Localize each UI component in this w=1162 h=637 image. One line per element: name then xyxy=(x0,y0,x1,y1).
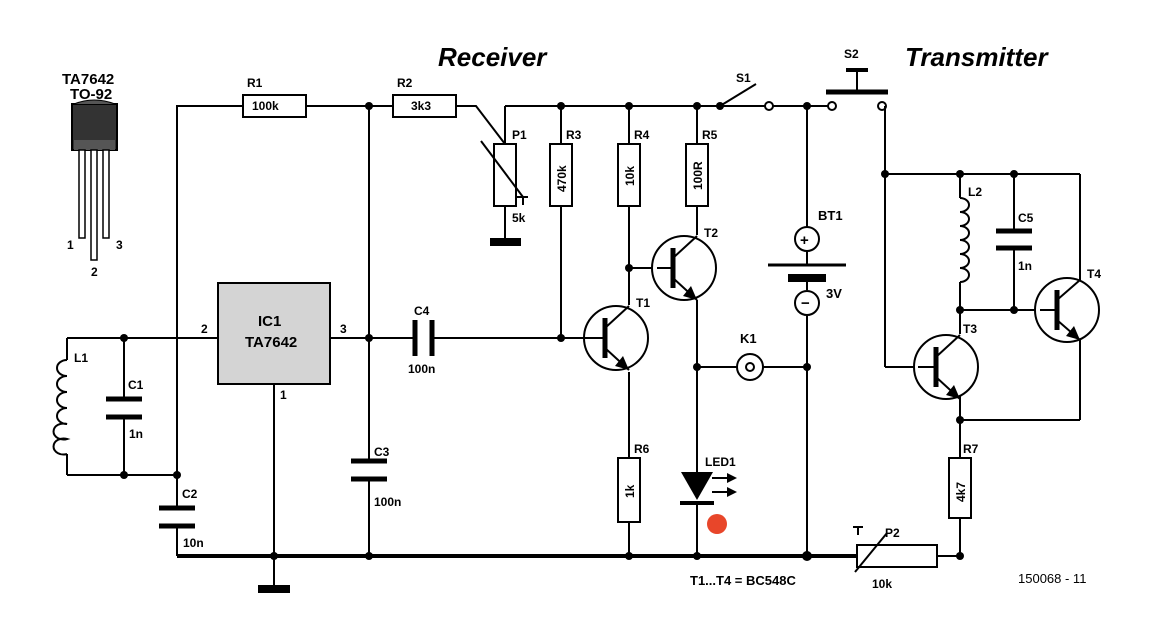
transistor-t4-icon: T4 xyxy=(1034,267,1101,343)
c3-ref: C3 xyxy=(374,445,390,459)
r3-value: 470k xyxy=(555,165,569,192)
transistor-t1-icon: T1 xyxy=(583,296,650,371)
led-light-icon xyxy=(707,514,727,534)
figure-number: 150068 - 11 xyxy=(1018,571,1086,586)
r4-value: 10k xyxy=(623,166,637,186)
r7-ref: R7 xyxy=(963,442,979,456)
inductor-l2: L2 xyxy=(959,185,982,283)
p2-ref: P2 xyxy=(885,526,900,540)
to92-package-icon: TA7642 TO-92 1 2 3 xyxy=(62,71,123,279)
r3-ref: R3 xyxy=(566,128,582,142)
resistor-r1: 100k R1 xyxy=(242,76,307,118)
package-pin2: 2 xyxy=(91,265,98,279)
resistor-r3: 470k R3 xyxy=(549,128,582,207)
c4-value: 100n xyxy=(408,362,435,376)
l1-ref: L1 xyxy=(74,351,88,365)
ic1-value: TA7642 xyxy=(245,334,297,351)
receiver-heading: Receiver xyxy=(438,42,548,72)
r2-value: 3k3 xyxy=(411,99,431,113)
potentiometer-p2: P2 10k xyxy=(853,526,938,591)
r6-value: 1k xyxy=(623,484,637,498)
r1-ref: R1 xyxy=(247,76,263,90)
package-type-label: TO-92 xyxy=(70,86,112,103)
package-pin1: 1 xyxy=(67,238,74,252)
connector-k1-icon: K1 xyxy=(736,331,764,381)
c4-ref: C4 xyxy=(414,304,430,318)
t2-ref: T2 xyxy=(704,226,718,240)
r6-ref: R6 xyxy=(634,442,650,456)
r4-ref: R4 xyxy=(634,128,650,142)
t3-ref: T3 xyxy=(963,322,977,336)
package-pin3: 3 xyxy=(116,238,123,252)
r1-value: 100k xyxy=(252,99,279,113)
c3-value: 100n xyxy=(374,495,401,509)
s1-ref: S1 xyxy=(736,71,751,85)
p2-value: 10k xyxy=(872,577,892,591)
capacitor-c2: C2 10n xyxy=(159,487,204,550)
p1-ref: P1 xyxy=(512,128,527,142)
t1-ref: T1 xyxy=(636,296,650,310)
ic1-pin2: 2 xyxy=(201,322,208,336)
s2-ref: S2 xyxy=(844,47,859,61)
battery-bt1-icon: + − BT1 3V xyxy=(768,208,846,316)
ic1-pin1: 1 xyxy=(280,388,287,402)
transistor-type-note: T1...T4 = BC548C xyxy=(690,573,796,588)
switch-s2-icon: S2 xyxy=(826,47,888,111)
inductor-l1: L1 xyxy=(52,351,88,456)
resistor-r5: 100R R5 xyxy=(685,128,718,207)
transmitter-wires xyxy=(884,106,1081,557)
transistor-t3-icon: T3 xyxy=(913,322,979,400)
capacitor-c5: C5 1n xyxy=(996,211,1034,273)
c2-ref: C2 xyxy=(182,487,198,501)
t4-ref: T4 xyxy=(1087,267,1101,281)
potentiometer-p1: P1 5k xyxy=(480,128,528,225)
led1-icon: LED1 xyxy=(680,455,737,534)
r5-ref: R5 xyxy=(702,128,718,142)
c1-value: 1n xyxy=(129,427,143,441)
c5-ref: C5 xyxy=(1018,211,1034,225)
r2-ref: R2 xyxy=(397,76,413,90)
capacitor-c3: C3 100n xyxy=(351,445,401,509)
led1-ref: LED1 xyxy=(705,455,736,469)
battery-minus: − xyxy=(801,295,810,312)
package-part-label: TA7642 xyxy=(62,71,114,88)
resistor-r7: 4k7 R7 xyxy=(948,442,979,519)
transistor-t2-icon: T2 xyxy=(651,226,718,301)
switch-s1-icon: S1 xyxy=(716,71,774,111)
k1-ref: K1 xyxy=(740,331,757,346)
resistor-r6: 1k R6 xyxy=(617,442,650,523)
r5-value: 100R xyxy=(691,161,705,190)
ic1-ta7642: IC1 TA7642 2 3 1 xyxy=(201,282,347,402)
p1-value: 5k xyxy=(512,211,526,225)
ic1-ref: IC1 xyxy=(258,313,281,330)
resistor-r4: 10k R4 xyxy=(617,128,650,207)
ic1-pin3: 3 xyxy=(340,322,347,336)
c2-value: 10n xyxy=(183,536,204,550)
bt1-value: 3V xyxy=(826,286,842,301)
transmitter-heading: Transmitter xyxy=(905,42,1049,72)
c1-ref: C1 xyxy=(128,378,144,392)
bt1-ref: BT1 xyxy=(818,208,843,223)
junction-dots xyxy=(120,102,1018,561)
r7-value: 4k7 xyxy=(954,482,968,502)
battery-plus: + xyxy=(800,232,809,249)
capacitor-c1: C1 1n xyxy=(106,378,144,441)
c5-value: 1n xyxy=(1018,259,1032,273)
capacitor-c4: C4 100n xyxy=(408,304,435,376)
resistor-r2: 3k3 R2 xyxy=(392,76,457,118)
l2-ref: L2 xyxy=(968,185,982,199)
